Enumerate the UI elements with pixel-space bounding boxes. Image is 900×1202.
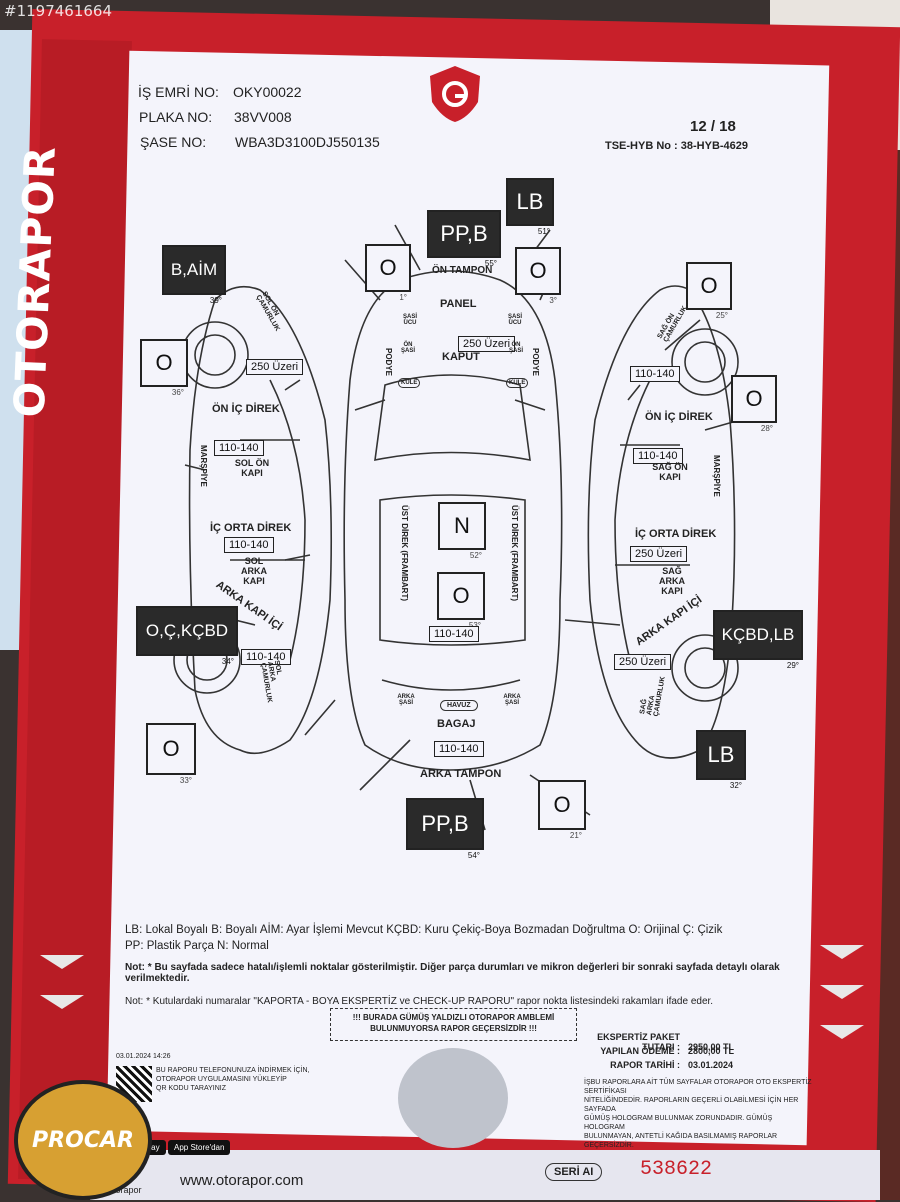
label-sasi-ucu-left: ŞASİ UCU xyxy=(402,314,417,326)
fee-tarih: RAPOR TARİHİ :03.01.2024 xyxy=(610,1060,734,1070)
label-arka-sasi-right: ARKA ŞASİ xyxy=(503,694,521,706)
label-podye-left: PODYE xyxy=(384,348,393,377)
hologram-notice: !!! BURADA GÜMÜŞ YALDIZLI OTORAPOR AMBLE… xyxy=(330,1008,577,1041)
label-havuz: HAVUZ xyxy=(440,700,478,711)
value-110-left-door: 110-140 xyxy=(214,440,264,456)
note-1: Not: * Bu sayfada sadece hatalı/işlemli … xyxy=(125,962,780,984)
website-link[interactable]: www.otorapor.com xyxy=(180,1172,304,1189)
tse-number: TSE-HYB No : 38-HYB-4629 xyxy=(605,140,749,152)
otorapor-shield-icon xyxy=(430,66,480,122)
value-250-right-rear-door: 250 Üzeri xyxy=(630,546,688,562)
fee-odeme: YAPILAN ÖDEME :2800,00 TL xyxy=(600,1046,735,1056)
social-handle: otorapor xyxy=(108,1185,142,1195)
procar-logo: PROCAR xyxy=(14,1080,152,1200)
label-sag-on-kapi: SAĞ ÖN KAPI xyxy=(652,462,688,482)
value-110-left-rear: 110-140 xyxy=(241,649,291,665)
legend-line-1: LB: Lokal Boyalı B: Boyalı AİM: Ayar İşl… xyxy=(125,924,723,936)
value-110-left-rear-door: 110-140 xyxy=(224,537,274,553)
is-emri-label: İŞ EMRİ NO: xyxy=(138,84,219,100)
fee-paket: EKSPERTİZ PAKET TUTARI :2950,00 TL xyxy=(597,1032,735,1052)
app-store-button[interactable]: App Store'dan xyxy=(168,1140,231,1155)
label-marspiye-left: MARŞPİYE xyxy=(199,445,208,487)
sase-row: ŞASE NO: WBA3D3100DJ550135 xyxy=(140,134,380,150)
value-110-trunk: 110-140 xyxy=(429,626,479,642)
label-sol-arka-kapi: SOL ARKA KAPI xyxy=(241,556,267,586)
label-panel: PANEL xyxy=(440,298,477,310)
label-ic-orta-direk-right: İÇ ORTA DİREK xyxy=(635,528,717,540)
legend: LB: Lokal Boyalı B: Boyalı AİM: Ayar İşl… xyxy=(125,922,815,954)
footer-bar xyxy=(90,1150,880,1200)
plaka-label: PLAKA NO: xyxy=(139,109,213,125)
value-110-bagaj: 110-140 xyxy=(434,741,484,757)
label-sol-on-kapi: SOL ÖN KAPI xyxy=(234,458,270,478)
label-on-ic-direk-left: ÖN İÇ DİREK xyxy=(212,403,280,415)
report-datetime: 03.01.2024 14:26 xyxy=(116,1053,171,1060)
label-sasi-ucu-right: ŞASİ UCU xyxy=(507,314,522,326)
value-250-right-rear: 250 Üzeri xyxy=(614,654,672,670)
label-ust-direk-left: ÜST DİREK (FRAMBART) xyxy=(400,505,409,601)
chevron-icon xyxy=(40,955,84,969)
sase-value: WBA3D3100DJ550135 xyxy=(235,134,380,150)
chevron-icon xyxy=(820,945,864,959)
is-emri-value: OKY00022 xyxy=(233,84,302,100)
label-kaput: KAPUT xyxy=(442,351,480,363)
seri-label: SERİ AI xyxy=(545,1163,603,1181)
validity-notice: İŞBU RAPORLARA AİT TÜM SAYFALAR OTORAPOR… xyxy=(584,1079,812,1149)
label-arka-sasi-left: ARKA ŞASİ xyxy=(397,694,415,706)
value-250-hood: 250 Üzeri xyxy=(458,336,516,352)
qr-instructions: BU RAPORU TELEFONUNUZA İNDİRMEK İÇİN, OT… xyxy=(156,1067,310,1092)
value-250-left: 250 Üzeri xyxy=(246,359,304,375)
serial-number: 538622 xyxy=(640,1158,713,1181)
value-110-right-door: 110-140 xyxy=(633,448,683,464)
label-ic-orta-direk-left: İÇ ORTA DİREK xyxy=(210,522,292,534)
chevron-icon xyxy=(820,985,864,999)
is-emri-row: İŞ EMRİ NO: OKY00022 xyxy=(138,84,302,100)
box-o-trunk: O53° xyxy=(437,572,485,630)
label-on-sasi-left: ÖN ŞASİ xyxy=(400,342,415,354)
note-2: Not: * Kutulardaki numaralar "KAPORTA - … xyxy=(125,996,714,1007)
label-ust-direk-right: ÜST DİREK (FRAMBART) xyxy=(510,505,519,601)
plaka-row: PLAKA NO: 38VV008 xyxy=(139,109,292,125)
silver-hologram xyxy=(398,1048,508,1148)
value-110-right-fender: 110-140 xyxy=(630,366,680,382)
label-on-ic-direk-right: ÖN İÇ DİREK xyxy=(645,411,713,423)
plaka-value: 38VV008 xyxy=(234,109,292,125)
label-kule-left: KULE xyxy=(398,378,421,388)
sase-label: ŞASE NO: xyxy=(140,134,207,150)
legend-line-2: PP: Plastik Parça N: Normal xyxy=(125,940,269,952)
label-marspiye-right: MARŞPİYE xyxy=(712,455,721,497)
label-kule-right: KULE xyxy=(506,378,529,388)
label-on-tampon: ÖN TAMPON xyxy=(432,265,493,276)
label-arka-tampon: ARKA TAMPON xyxy=(420,768,502,780)
page-number: 12 / 18 xyxy=(690,118,736,135)
listing-watermark: #1197461664 xyxy=(4,2,113,20)
label-sag-arka-kapi: SAĞ ARKA KAPI xyxy=(659,566,685,596)
chevron-icon xyxy=(40,995,84,1009)
chevron-icon xyxy=(820,1025,864,1039)
label-on-sasi-right: ÖN ŞASİ xyxy=(508,342,523,354)
label-podye-right: PODYE xyxy=(531,348,540,377)
label-bagaj: BAGAJ xyxy=(437,718,476,730)
